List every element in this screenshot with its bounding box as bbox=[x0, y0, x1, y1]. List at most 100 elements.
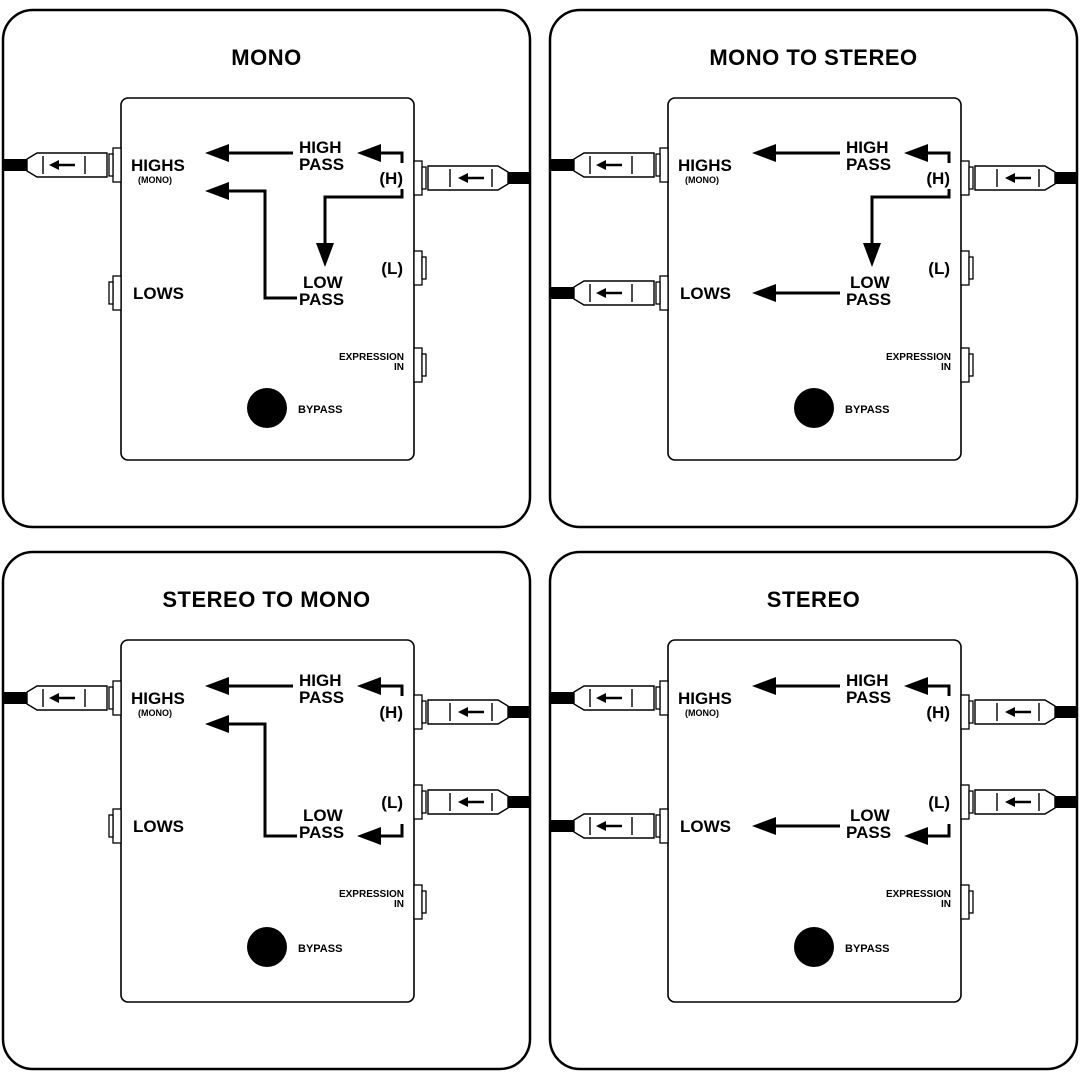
jack-input-l bbox=[960, 784, 974, 820]
high-pass-label-2: PASS bbox=[846, 688, 891, 707]
plug-input-l bbox=[974, 789, 1077, 815]
expression-label: EXPRESSION bbox=[339, 352, 404, 363]
cable bbox=[508, 796, 530, 808]
bypass-label: BYPASS bbox=[298, 404, 342, 416]
plug-highs-output bbox=[3, 152, 108, 178]
arrow-to-lows bbox=[752, 284, 776, 302]
high-pass-label-2: PASS bbox=[846, 155, 891, 174]
bypass-label: BYPASS bbox=[845, 943, 889, 955]
high-pass-label: HIGH bbox=[846, 138, 889, 157]
highs-label: HIGHS bbox=[678, 689, 732, 708]
plug-input-h bbox=[974, 699, 1077, 725]
route-h-to-highpass bbox=[928, 684, 951, 696]
panel-stereo: STEREOHIGHS(MONO)LOWSHIGHPASS(H)(L)LOWPA… bbox=[548, 550, 1079, 1071]
jack-input-h bbox=[960, 694, 974, 730]
cable bbox=[550, 820, 574, 832]
jack-input-l bbox=[413, 784, 427, 820]
arrow-left-icon bbox=[596, 821, 606, 831]
arrow-lowpass-to-highs bbox=[205, 182, 229, 200]
arrow-l-to-lowpass bbox=[357, 827, 381, 845]
jack-expression-in bbox=[413, 347, 427, 383]
lows-label: LOWS bbox=[133, 284, 184, 303]
jack-lows-out bbox=[655, 808, 669, 844]
panel-stereo-to-mono: STEREO TO MONOHIGHS(MONO)LOWSHIGHPASS(H)… bbox=[1, 550, 532, 1071]
cable bbox=[550, 159, 574, 171]
plug-highs-output bbox=[3, 685, 108, 711]
plug-input-h bbox=[427, 699, 530, 725]
low-pass-label: LOW bbox=[850, 806, 891, 825]
panel-title: MONO bbox=[231, 45, 301, 70]
input-h-label: (H) bbox=[379, 169, 403, 188]
panel-mono-to-stereo: MONO TO STEREOHIGHS(MONO)LOWSHIGHPASS(H)… bbox=[548, 8, 1079, 529]
expression-in-label: IN bbox=[941, 899, 951, 910]
bypass-footswitch bbox=[247, 927, 287, 967]
bypass-footswitch bbox=[794, 927, 834, 967]
input-h-label: (H) bbox=[926, 169, 950, 188]
route-h-to-lowpass bbox=[870, 189, 951, 243]
arrow-left-icon bbox=[596, 160, 606, 170]
jack-input-h bbox=[413, 694, 427, 730]
plug-input-h bbox=[427, 165, 530, 191]
expression-in-label: IN bbox=[941, 362, 951, 373]
arrow-to-highs bbox=[752, 677, 776, 695]
route-h-to-highpass bbox=[928, 151, 951, 163]
expression-label: EXPRESSION bbox=[886, 352, 951, 363]
input-l-label: (L) bbox=[928, 259, 950, 278]
route-lowpass-to-highs bbox=[229, 189, 297, 300]
arrow-to-highs bbox=[752, 144, 776, 162]
highs-label: HIGHS bbox=[131, 156, 185, 175]
route-h-to-lowpass bbox=[323, 189, 404, 243]
expression-label: EXPRESSION bbox=[339, 889, 404, 900]
arrow-left-icon bbox=[1005, 707, 1015, 717]
route-l-to-lowpass bbox=[381, 824, 404, 838]
cable bbox=[3, 159, 27, 171]
jack-lows-out bbox=[108, 275, 122, 311]
cable bbox=[508, 706, 530, 718]
input-l-label: (L) bbox=[381, 793, 403, 812]
jack-input-h bbox=[960, 160, 974, 196]
highs-mono-sublabel: (MONO) bbox=[138, 175, 172, 185]
low-pass-label: LOW bbox=[303, 273, 344, 292]
panel-title: MONO TO STEREO bbox=[709, 45, 917, 70]
jack-lows-out bbox=[655, 275, 669, 311]
route-h-to-highpass bbox=[381, 151, 404, 163]
jack-expression-in bbox=[960, 347, 974, 383]
route-h-to-highpass bbox=[381, 684, 404, 696]
route-lowpass-to-highs bbox=[229, 722, 297, 838]
jack-input-l bbox=[960, 250, 974, 286]
jack-highs-out bbox=[108, 680, 122, 716]
input-l-label: (L) bbox=[928, 793, 950, 812]
low-pass-label-2: PASS bbox=[299, 290, 344, 309]
jack-expression-in bbox=[960, 884, 974, 920]
bypass-label: BYPASS bbox=[298, 943, 342, 955]
arrow-h-to-lowpass bbox=[316, 243, 334, 267]
expression-label: EXPRESSION bbox=[886, 889, 951, 900]
arrow-h-to-highpass bbox=[904, 144, 928, 162]
plug-input-h bbox=[974, 165, 1077, 191]
arrow-to-highs bbox=[205, 144, 229, 162]
arrow-left-icon bbox=[596, 693, 606, 703]
panel-title: STEREO TO MONO bbox=[162, 587, 370, 612]
cable bbox=[550, 692, 574, 704]
lows-label: LOWS bbox=[133, 817, 184, 836]
highs-label: HIGHS bbox=[678, 156, 732, 175]
bypass-label: BYPASS bbox=[845, 404, 889, 416]
lows-label: LOWS bbox=[680, 284, 731, 303]
input-l-label: (L) bbox=[381, 259, 403, 278]
bypass-footswitch bbox=[247, 388, 287, 428]
highs-mono-sublabel: (MONO) bbox=[685, 708, 719, 718]
cable bbox=[1055, 706, 1077, 718]
expression-in-label: IN bbox=[394, 899, 404, 910]
input-h-label: (H) bbox=[926, 703, 950, 722]
cable bbox=[550, 287, 574, 299]
high-pass-label-2: PASS bbox=[299, 155, 344, 174]
lows-label: LOWS bbox=[680, 817, 731, 836]
bypass-footswitch bbox=[794, 388, 834, 428]
cable bbox=[3, 692, 27, 704]
arrow-h-to-highpass bbox=[357, 677, 381, 695]
arrow-h-to-lowpass bbox=[863, 243, 881, 267]
high-pass-label-2: PASS bbox=[299, 688, 344, 707]
highs-mono-sublabel: (MONO) bbox=[138, 708, 172, 718]
jack-expression-in bbox=[413, 884, 427, 920]
